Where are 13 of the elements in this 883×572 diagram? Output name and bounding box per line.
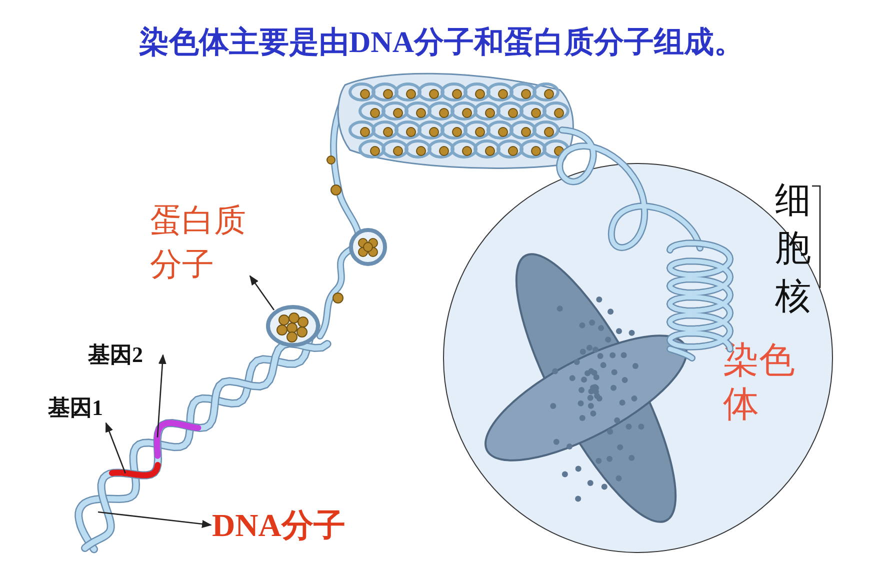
label-text: 基因2 bbox=[88, 341, 162, 369]
leader-line bbox=[249, 275, 275, 310]
gene-segment bbox=[153, 418, 202, 460]
label-text: 基因1 bbox=[48, 394, 122, 422]
leader-line bbox=[98, 511, 212, 528]
title: 染色体主要是由DNA分子和蛋白质分子组成。 bbox=[138, 24, 745, 61]
leader-line bbox=[156, 354, 166, 438]
label-text: DNA分子 bbox=[212, 505, 362, 545]
leader-line bbox=[812, 185, 821, 288]
gene-segment bbox=[108, 461, 162, 480]
label-text: 蛋白质分子 bbox=[150, 198, 250, 286]
leader-line bbox=[105, 422, 126, 474]
nucleosome-drawing bbox=[266, 304, 320, 348]
